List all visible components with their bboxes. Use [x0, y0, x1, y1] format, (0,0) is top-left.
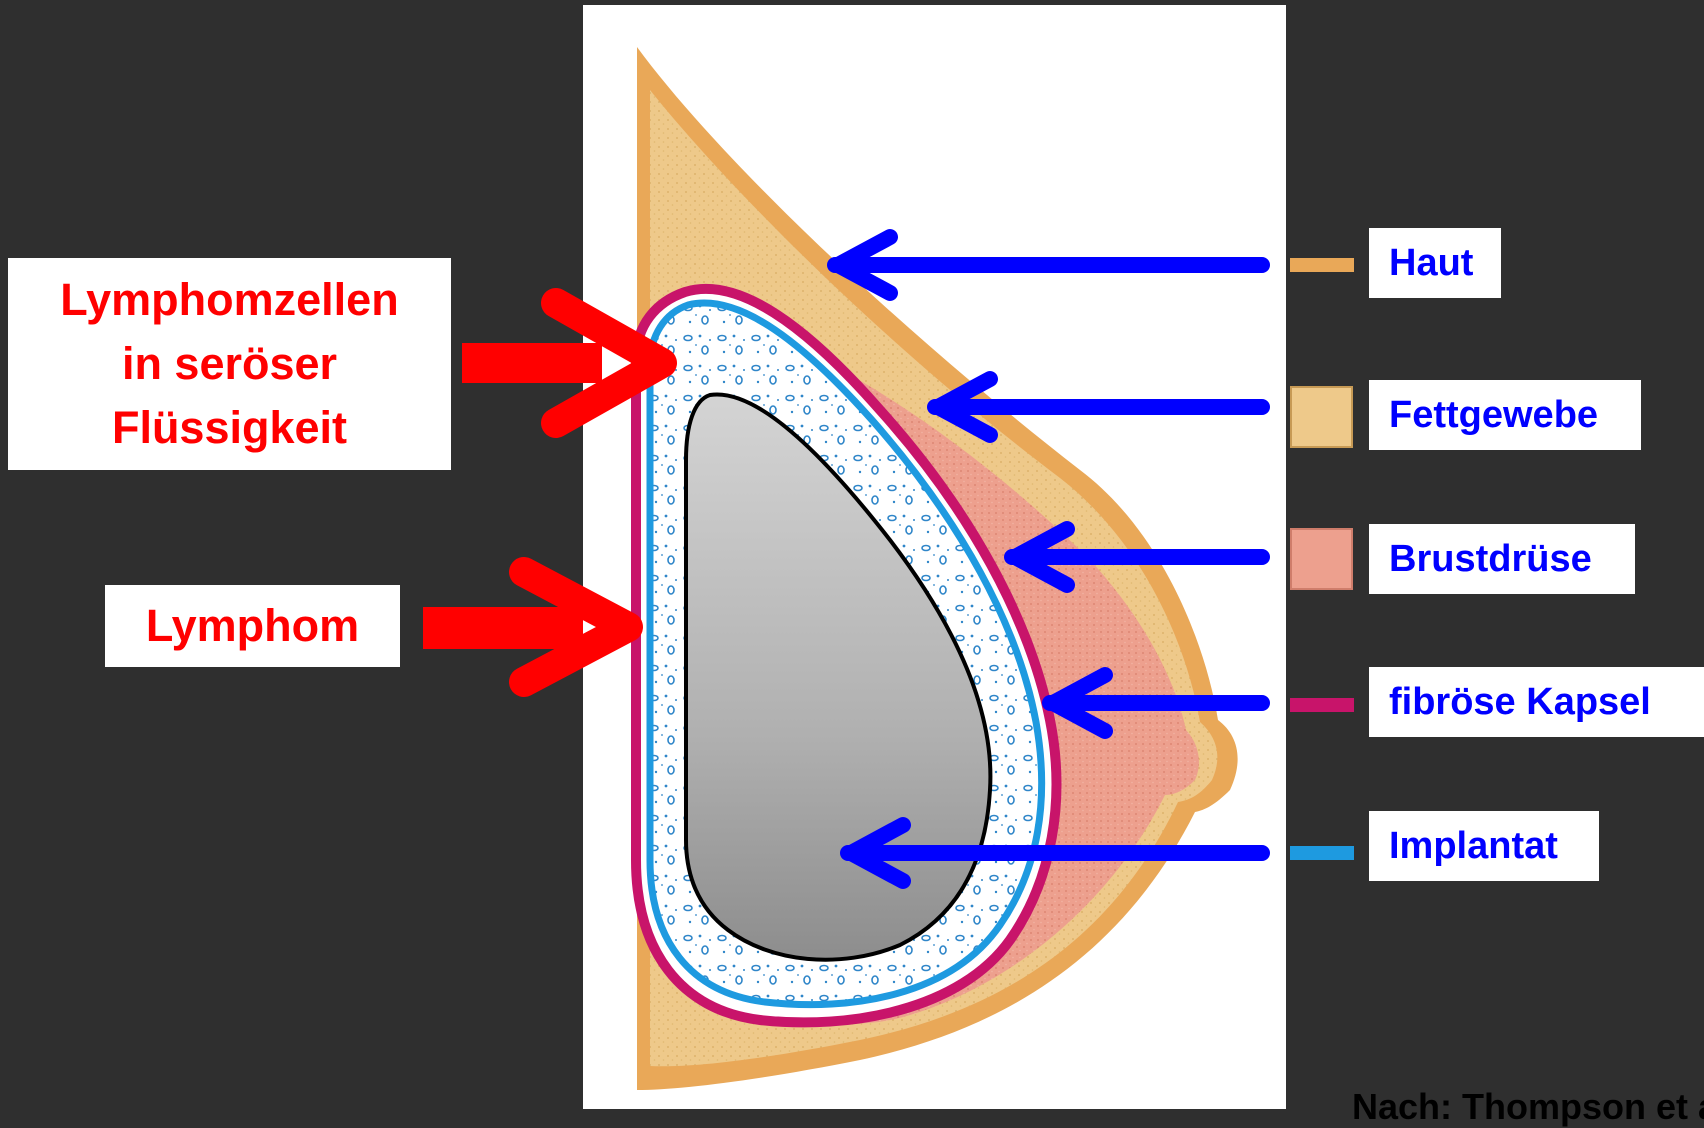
legend-item-brustdruese: Brustdrüse	[1369, 524, 1635, 594]
lymphoma-cells-line-1: Lymphomzellen	[60, 268, 398, 332]
lymphoma-cells-line-3: Flüssigkeit	[112, 396, 347, 460]
legend-item-fettgewebe: Fettgewebe	[1369, 380, 1641, 450]
legend-label-kapsel: fibröse Kapsel	[1389, 681, 1651, 724]
legend-label-haut: Haut	[1389, 242, 1473, 285]
fat-tissue-swatch-icon	[1290, 386, 1353, 448]
lymphoma-label-text: Lymphom	[146, 594, 359, 658]
lymphoma-cells-line-2: in seröser	[122, 332, 337, 396]
legend-label-implantat: Implantat	[1389, 825, 1558, 868]
gland-swatch-icon	[1290, 528, 1353, 590]
legend-label-brustdruese: Brustdrüse	[1389, 538, 1592, 581]
implant-line-icon	[1290, 846, 1354, 860]
legend-label-fettgewebe: Fettgewebe	[1389, 394, 1598, 437]
legend-item-implantat: Implantat	[1369, 811, 1599, 881]
lymphoma-label: Lymphom	[105, 585, 400, 667]
lymphoma-cells-label: Lymphomzellen in seröser Flüssigkeit	[8, 258, 451, 470]
skin-line-icon	[1290, 258, 1354, 272]
capsule-line-icon	[1290, 698, 1354, 712]
source-credit: Nach: Thompson et al.	[1352, 1086, 1704, 1128]
legend-item-haut: Haut	[1369, 228, 1501, 298]
legend-item-kapsel: fibröse Kapsel	[1369, 667, 1704, 737]
